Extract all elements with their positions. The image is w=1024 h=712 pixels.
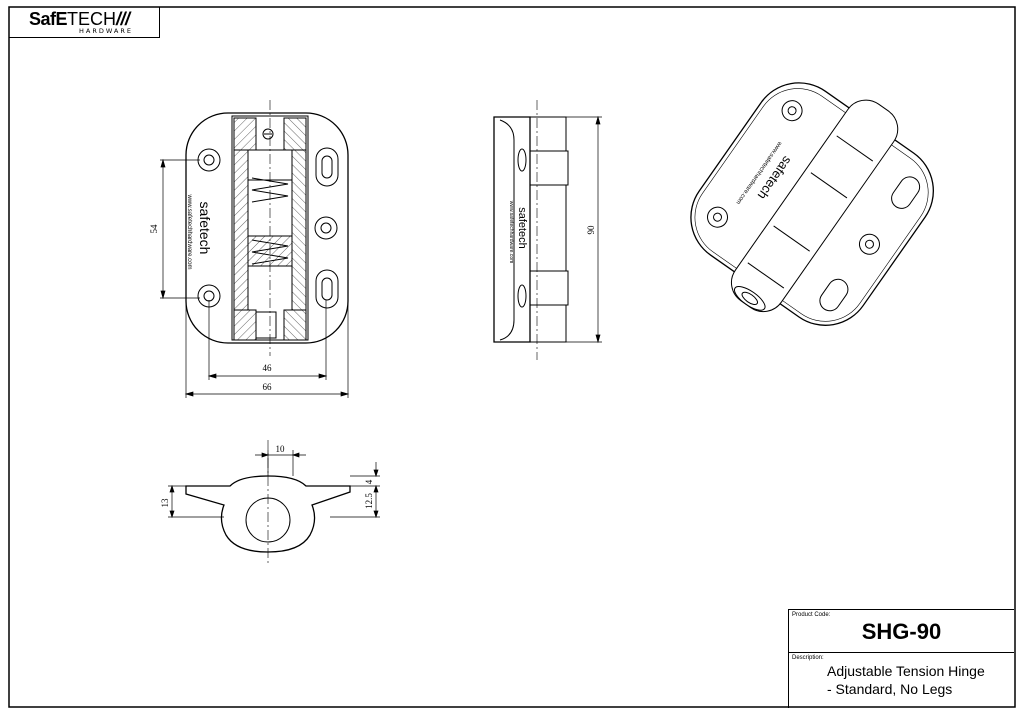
dim-12-5-label: 12.5 [364,493,374,509]
company-logo: SafETECH/// HARDWARE [9,7,160,38]
dim-10-label: 10 [276,444,286,454]
side-brand-logo: safetech [516,207,528,249]
dim-54 [160,158,200,300]
front-section-view: safetech www.safetechhardware.com [185,100,349,356]
dim-13-label: 13 [160,498,170,508]
logo-safe: SafE [29,9,68,29]
front-brand-website: www.safetechhardware.com [186,193,192,269]
front-brand-logo: safetech [197,202,213,255]
dim-46-label: 46 [263,363,273,373]
side-brand-website: www.safetechhardware.com [508,201,514,264]
dim-90 [566,115,602,344]
sheet-border [8,6,1016,708]
side-view: safetech www.safetechhardware.com [493,100,569,360]
product-code: SHG-90 [861,619,942,644]
dim-90-label: 90 [586,225,596,235]
isometric-view: safetech www.safetechhardware.com [690,82,934,326]
dim-46 [207,300,328,380]
description-line-1: Adjustable Tension Hinge [827,663,985,679]
dim-4-12-5 [330,462,380,519]
dim-66-label: 66 [263,382,273,392]
dim-66 [184,300,350,398]
logo-slashes: /// [116,9,130,29]
description-label: Description: [792,655,824,661]
product-code-cell: Product Code: SHG-90 [789,610,1014,653]
product-code-label: Product Code: [792,612,831,618]
description-line-2: - Standard, No Legs [827,681,953,697]
dim-10 [255,450,306,476]
dim-13 [168,484,224,519]
dim-54-label: 54 [149,224,159,234]
logo-tech: TECH [67,9,117,29]
logo-wordmark: SafETECH/// [29,9,130,29]
dim-4-label: 4 [364,479,374,484]
title-block: Product Code: SHG-90 Description: Adjust… [788,609,1014,708]
logo-subtitle: HARDWARE [79,27,133,35]
